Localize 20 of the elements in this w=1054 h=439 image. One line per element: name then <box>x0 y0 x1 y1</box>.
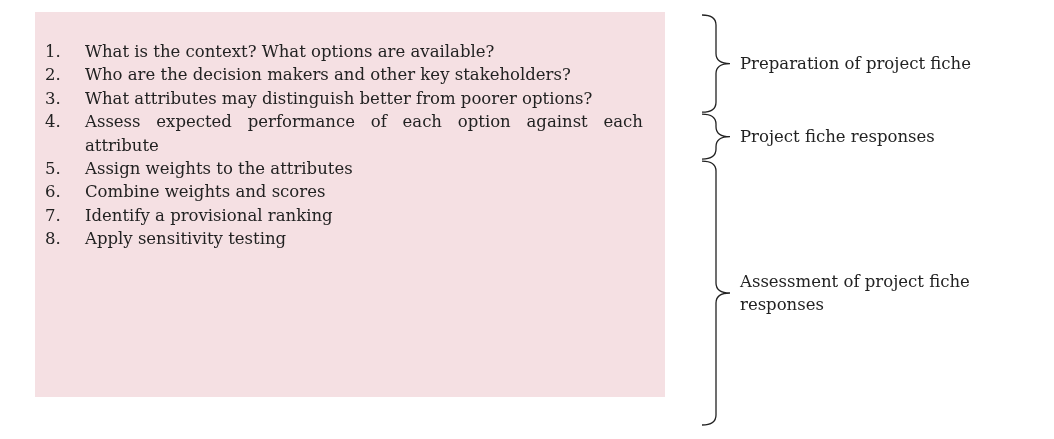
list-item-text: Apply sensitivity testing <box>85 228 288 251</box>
list-number: 8. <box>45 228 62 251</box>
list-number: 1. <box>45 41 62 63</box>
list-item-text: What is the context? What options are available? <box>85 41 496 63</box>
list-item-text: Combine weights and scores <box>85 181 327 204</box>
list-item-text: Assign weights to the attributes <box>85 158 354 181</box>
brace-label: Preparation of project fiche <box>740 52 972 75</box>
list-number: 7. <box>45 204 62 227</box>
list-item-text: Identify a provisional ranking <box>85 204 334 227</box>
list-number: 5. <box>45 158 62 181</box>
list-number: 6. <box>45 181 62 204</box>
list-panel <box>35 12 665 397</box>
list-number: 4. <box>45 111 62 134</box>
list-number: 3. <box>45 87 62 110</box>
list-item-text: Who are the decision makers and other key stakeholders? <box>85 64 572 87</box>
brace-label: Assessment of project fiche responses <box>740 270 971 316</box>
list-item-text: What attributes may distinguish better from poorer options? <box>85 87 594 110</box>
list-item-text: Assess expected performance of each option against each attribute <box>85 111 643 157</box>
list-number: 2. <box>45 64 62 87</box>
brace-label: Project fiche responses <box>740 125 936 148</box>
